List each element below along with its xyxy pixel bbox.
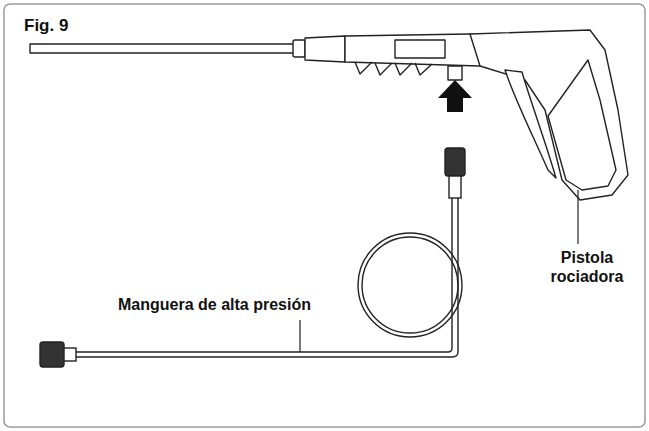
figure-number: Fig. 9 [24,16,144,36]
leader-line [299,320,300,352]
lance-collar [293,40,305,57]
lock-window [395,40,445,58]
coupling [305,36,345,62]
hose-inlet [448,66,462,80]
hose-loop-outer [358,233,462,337]
hose-nut [445,148,465,176]
leader-line [577,190,578,244]
trigger [505,70,556,178]
part-name: Pistola rociadora [532,248,642,286]
gun-handle [470,30,628,200]
figure-frame [4,4,645,427]
handle-grip-inset [548,60,616,190]
spray-gun [30,30,628,200]
part-name: Manguera de alta presión [118,295,358,314]
gun-barrel-body [345,34,480,66]
hose-loop-inner [362,237,458,333]
hose-ferrule [449,176,461,198]
high-pressure-hose [40,148,465,367]
lance-tube [30,44,295,53]
hose-run [75,348,458,357]
hose-end-nut [40,342,64,367]
insert-arrow [438,80,472,112]
grip-ribs [355,62,432,75]
